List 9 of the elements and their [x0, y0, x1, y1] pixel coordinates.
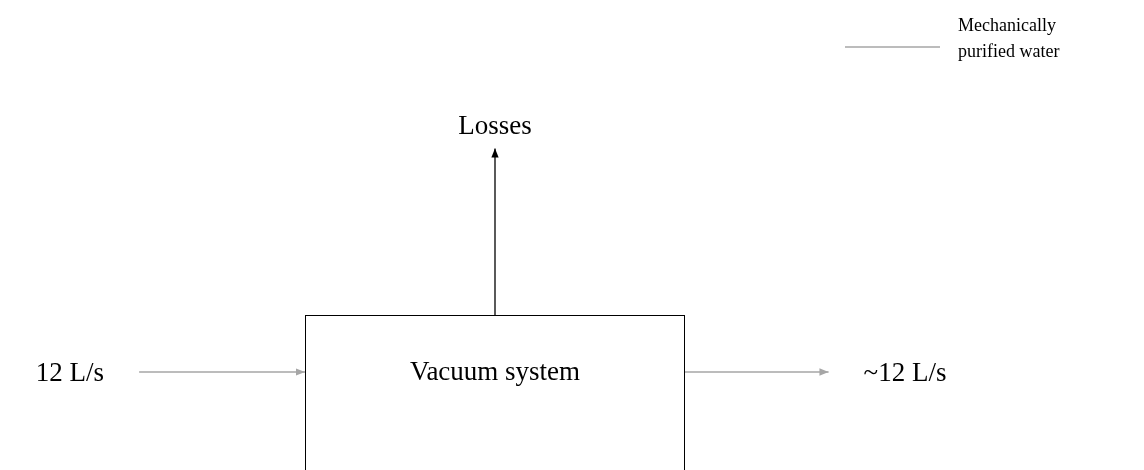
process-box [305, 315, 685, 470]
flow-arrow [684, 368, 830, 376]
process-label: Vacuum system [409, 356, 581, 387]
flow-arrow [491, 147, 499, 316]
flow-arrow [138, 368, 306, 376]
flow-label: ~12 L/s [863, 356, 947, 388]
legend-label: Mechanically purified water [958, 14, 1061, 63]
flow-label: Losses [458, 109, 532, 141]
flow-label: 12 L/s [35, 356, 105, 388]
